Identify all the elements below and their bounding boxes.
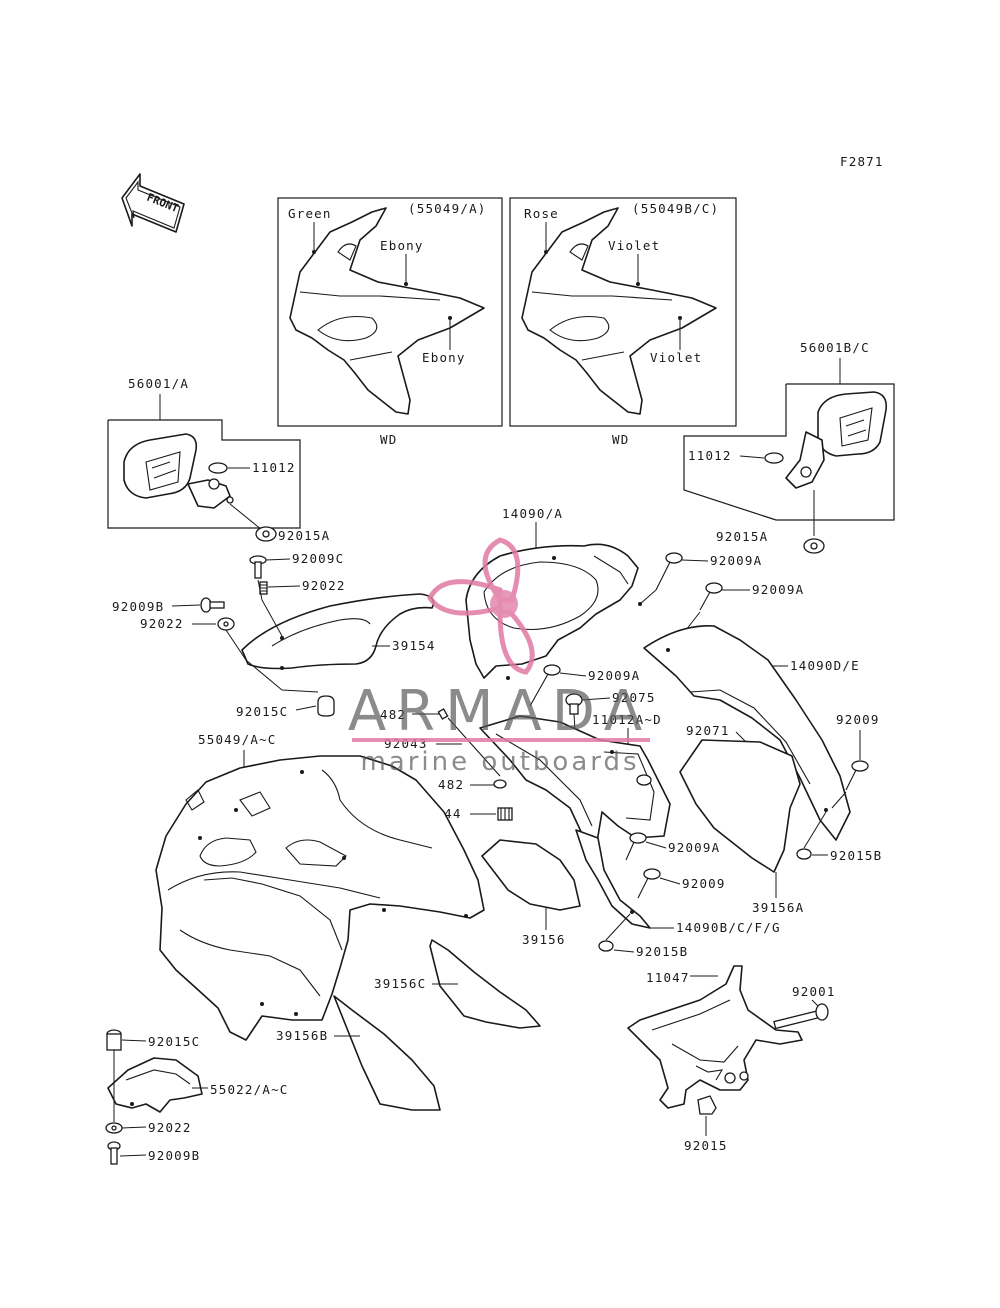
cover-55022-icon xyxy=(107,1057,203,1113)
spring-top-label: 92022 xyxy=(302,578,346,593)
inset-right-model: WD xyxy=(612,432,629,447)
nut-right-label: 92015A xyxy=(716,529,768,544)
nut-left-icon xyxy=(255,526,277,542)
bolt-b-left-label: 92009B xyxy=(112,599,164,614)
color-inset-right: Rose (55049B/C) Violet Violet WD xyxy=(509,197,737,447)
figure-code: F2871 xyxy=(840,154,884,169)
armada-logo: ARMADA marine outboards xyxy=(348,537,652,777)
trim-39154-icon xyxy=(241,593,435,670)
grommet-left-label: 11012 xyxy=(252,460,296,475)
bolt-92001-label: 92001 xyxy=(792,984,836,999)
pad-39156-icon xyxy=(481,839,581,911)
nut-92015-icon xyxy=(697,1095,717,1115)
washer-bottom-label: 92022 xyxy=(148,1120,192,1135)
mirror-right-label: 56001B/C xyxy=(800,340,870,355)
bolt-92009-m-icon xyxy=(637,868,661,899)
nut-b-r-label: 92015B xyxy=(830,848,882,863)
pad-39156a-label: 39156A xyxy=(752,900,804,915)
cover-55022-label: 55022/A~C xyxy=(210,1082,289,1097)
bolt-c-label: 92009C xyxy=(292,551,344,566)
inner-lower-panel xyxy=(575,829,651,929)
center-panel xyxy=(479,715,671,849)
mirror-left-label: 56001/A xyxy=(128,376,189,391)
bolt-a-1-icon xyxy=(655,552,683,591)
clip-92144-icon xyxy=(497,807,513,821)
upper-cowl-label: 55049/A~C xyxy=(198,732,277,747)
inner-side-panel xyxy=(643,625,851,841)
bracket-11047-label: 11047 xyxy=(646,970,690,985)
nut-b-r-icon xyxy=(796,848,812,860)
washer-bottom-icon xyxy=(105,1122,123,1134)
inset-left-color-2: Ebony xyxy=(380,238,424,253)
washer-left-label: 92022 xyxy=(140,616,184,631)
mirror-left-group: 56001/A 11012 xyxy=(107,376,301,531)
grommet-92075-label: 92075 xyxy=(612,690,656,705)
upper-cowl-icon xyxy=(155,755,485,1041)
bolt-c-icon xyxy=(249,555,267,579)
inset-right-color-1: Rose xyxy=(524,206,559,221)
grommet-92071-label: 92071 xyxy=(686,723,730,738)
nut-92015-label: 92015 xyxy=(684,1138,728,1153)
watermark-brand: ARMADA xyxy=(348,679,652,744)
pad-39156-label: 39156 xyxy=(522,932,566,947)
nut-c-bottom-icon xyxy=(106,1029,122,1051)
front-arrow-icon: FRONT xyxy=(121,173,185,233)
inset-left-color-1: Green xyxy=(288,206,332,221)
inner-bcfg-label: 14090B/C/F/G xyxy=(676,920,781,935)
bolt-a-3-icon xyxy=(529,664,561,707)
inset-left-model: WD xyxy=(380,432,397,447)
trim-39154-label: 39154 xyxy=(392,638,436,653)
bolt-a-2-label: 92009A xyxy=(752,582,804,597)
bolt-92009-r-icon xyxy=(845,760,869,791)
bolt-92001-icon xyxy=(773,1003,829,1030)
ring-482-b-icon xyxy=(493,779,507,789)
nut-right-icon xyxy=(803,538,825,554)
bolt-b-bottom-icon xyxy=(107,1141,121,1165)
bolt-b-bottom-label: 92009B xyxy=(148,1148,200,1163)
bolt-a-3-label: 92009A xyxy=(588,668,640,683)
pad-39156b-icon xyxy=(333,995,441,1111)
grommet-right-label: 11012 xyxy=(688,448,732,463)
bolt-b-left-icon xyxy=(200,597,225,613)
nut-left-label: 92015A xyxy=(278,528,330,543)
inset-left-color-3: Ebony xyxy=(422,350,466,365)
pad-39156c-label: 39156C xyxy=(374,976,426,991)
rod-482-a-label: 482 xyxy=(380,707,406,722)
cap-11012-label: 11012A~D xyxy=(592,712,662,727)
color-inset-left: Green (55049/A) Ebony Ebony WD xyxy=(277,197,503,447)
watermark-tagline: marine outboards xyxy=(360,747,639,777)
rod-92043-icon xyxy=(437,708,501,777)
inner-top-label: 14090/A xyxy=(502,506,563,521)
bolt-92009-m-label: 92009 xyxy=(682,876,726,891)
nut-c-left-label: 92015C xyxy=(236,704,288,719)
ring-482-b-label: 482 xyxy=(438,777,464,792)
washer-left-icon xyxy=(217,617,235,631)
bolt-a-4-label: 92009A xyxy=(668,840,720,855)
inner-side-label: 14090D/E xyxy=(790,658,860,673)
nut-c-left-icon xyxy=(317,695,335,717)
inset-right-color-2: Violet xyxy=(608,238,660,253)
nut-b-m-label: 92015B xyxy=(636,944,688,959)
pad-39156b-label: 39156B xyxy=(276,1028,328,1043)
propeller-logo-icon xyxy=(427,537,535,675)
mirror-right-group: 56001B/C 11012 xyxy=(683,340,895,536)
bolt-92009-r-label: 92009 xyxy=(836,712,880,727)
bolt-a-2-icon xyxy=(699,582,723,611)
nut-c-bottom-label: 92015C xyxy=(148,1034,200,1049)
bolt-a-1-label: 92009A xyxy=(710,553,762,568)
pad-39156c-icon xyxy=(429,939,541,1029)
bracket-11047-icon xyxy=(627,965,803,1109)
inset-right-color-3: Violet xyxy=(650,350,702,365)
bolt-a-4-icon xyxy=(625,832,647,861)
nut-b-m-icon xyxy=(598,940,614,952)
inset-left-part: (55049/A) xyxy=(408,201,487,216)
spring-top-icon xyxy=(259,581,268,595)
pad-39156a-icon xyxy=(679,739,801,873)
inset-right-part: (55049B/C) xyxy=(632,201,719,216)
